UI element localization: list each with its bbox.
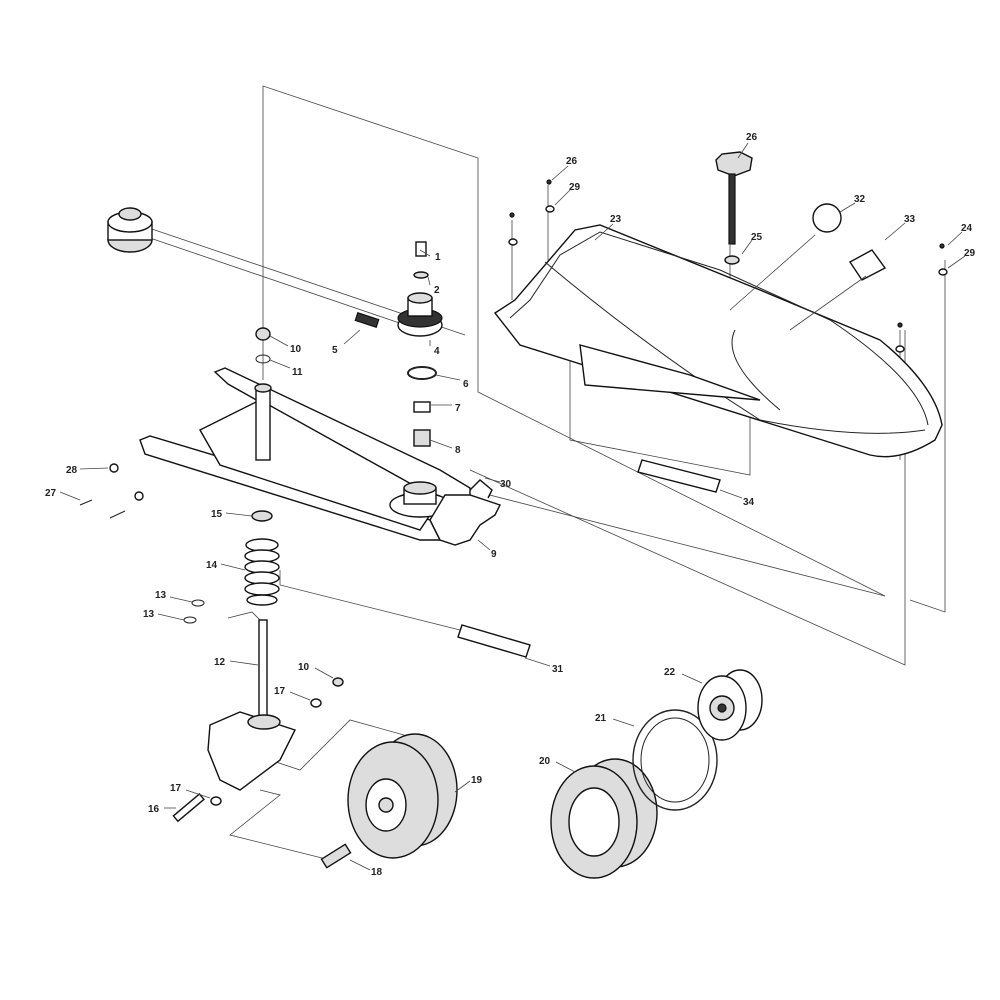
part-14-bellows — [244, 538, 280, 606]
callout-6: 6 — [463, 379, 469, 390]
part-18-axle-sleeve — [320, 843, 352, 869]
spindle-parts — [255, 241, 443, 447]
callout-30: 30 — [500, 479, 512, 490]
callout-24: 24 — [961, 223, 973, 234]
part-16-bolt — [172, 793, 205, 823]
mower-arm-frame — [79, 367, 501, 546]
callout-labels: 26 26 29 23 32 33 24 29 25 1 2 5 4 10 11… — [45, 132, 976, 878]
callout-26: 26 — [746, 132, 758, 143]
wheel-19 — [347, 733, 458, 859]
callout-16: 16 — [148, 804, 160, 815]
callout-1: 1 — [435, 252, 441, 263]
callout-14: 14 — [206, 560, 218, 571]
callout-17: 17 — [274, 686, 286, 697]
callout-28: 28 — [66, 465, 78, 476]
callout-31: 31 — [552, 664, 564, 675]
callout-32: 32 — [854, 194, 866, 205]
callout-7: 7 — [455, 403, 461, 414]
callout-15: 15 — [211, 509, 223, 520]
part-26-knob — [508, 151, 948, 353]
callout-9: 9 — [491, 549, 497, 560]
ring-21 — [632, 709, 718, 811]
callout-12: 12 — [214, 657, 226, 668]
part-30-nut — [469, 479, 493, 499]
part-34-sticker — [637, 459, 721, 493]
part-32-sticker-round — [812, 203, 842, 233]
callout-2: 2 — [434, 285, 440, 296]
part-9-blade — [429, 494, 501, 546]
callout-13: 13 — [155, 590, 167, 601]
part-33-sticker — [848, 249, 887, 281]
wheel-fork — [207, 711, 296, 791]
callout-leaders — [59, 142, 966, 871]
spindle-assembly — [172, 510, 352, 869]
callout-13: 13 — [143, 609, 155, 620]
pulley-roller — [107, 207, 153, 253]
callout-22: 22 — [664, 667, 676, 678]
callout-5: 5 — [332, 345, 338, 356]
callout-25: 25 — [751, 232, 763, 243]
callout-21: 21 — [595, 713, 607, 724]
callout-33: 33 — [904, 214, 916, 225]
callout-26: 26 — [566, 156, 578, 167]
callout-17: 17 — [170, 783, 182, 794]
callout-27: 27 — [45, 488, 57, 499]
callout-29: 29 — [964, 248, 976, 259]
callout-20: 20 — [539, 756, 551, 767]
part-23-body-cover — [493, 203, 943, 493]
callout-4: 4 — [434, 346, 440, 357]
tire-20 — [550, 758, 658, 879]
callout-11: 11 — [292, 367, 303, 378]
callout-8: 8 — [455, 445, 461, 456]
callout-10: 10 — [290, 344, 302, 355]
callout-29: 29 — [569, 182, 581, 193]
callout-34: 34 — [743, 497, 755, 508]
part-31-sticker — [457, 624, 531, 658]
callout-19: 19 — [471, 775, 483, 786]
callout-18: 18 — [371, 867, 383, 878]
callout-10: 10 — [298, 662, 310, 673]
rim-22 — [697, 669, 763, 741]
callout-23: 23 — [610, 214, 622, 225]
